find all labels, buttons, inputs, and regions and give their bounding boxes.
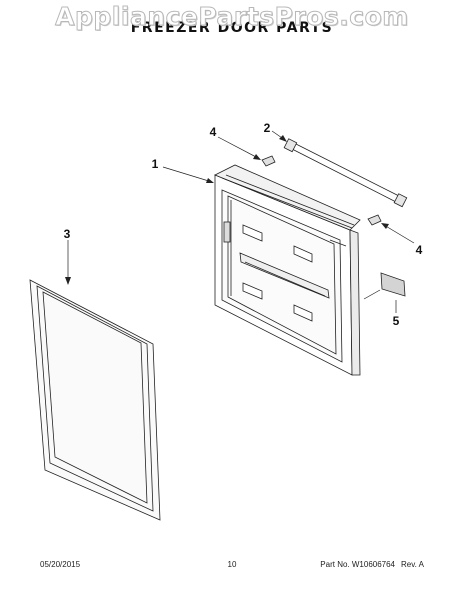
door-label [380,272,406,297]
handle-end-cap-lower [367,214,382,226]
callout-3: 3 [64,227,71,241]
handle-end-cap-upper [261,155,276,167]
callout-4-upper: 4 [210,125,217,139]
footer-part-number: Part No. W10606764 [320,560,396,569]
callout-4-lower: 4 [416,243,423,257]
callout-2: 2 [264,121,271,135]
page-title: FREEZER DOOR PARTS [130,20,334,36]
door-handle [283,138,408,208]
watermark: AppliancePartsPros.com [55,2,409,32]
footer-page-number: 10 [227,560,237,569]
leader-lines [65,130,415,313]
callout-5: 5 [393,314,400,328]
callout-1: 1 [152,157,159,171]
door-gasket [29,279,161,521]
freezer-door [214,164,361,376]
footer-part-info: Part No. W10606764 Rev. A [320,560,424,569]
footer-date: 05/20/2015 [40,560,81,569]
footer-revision: Rev. A [401,560,424,569]
